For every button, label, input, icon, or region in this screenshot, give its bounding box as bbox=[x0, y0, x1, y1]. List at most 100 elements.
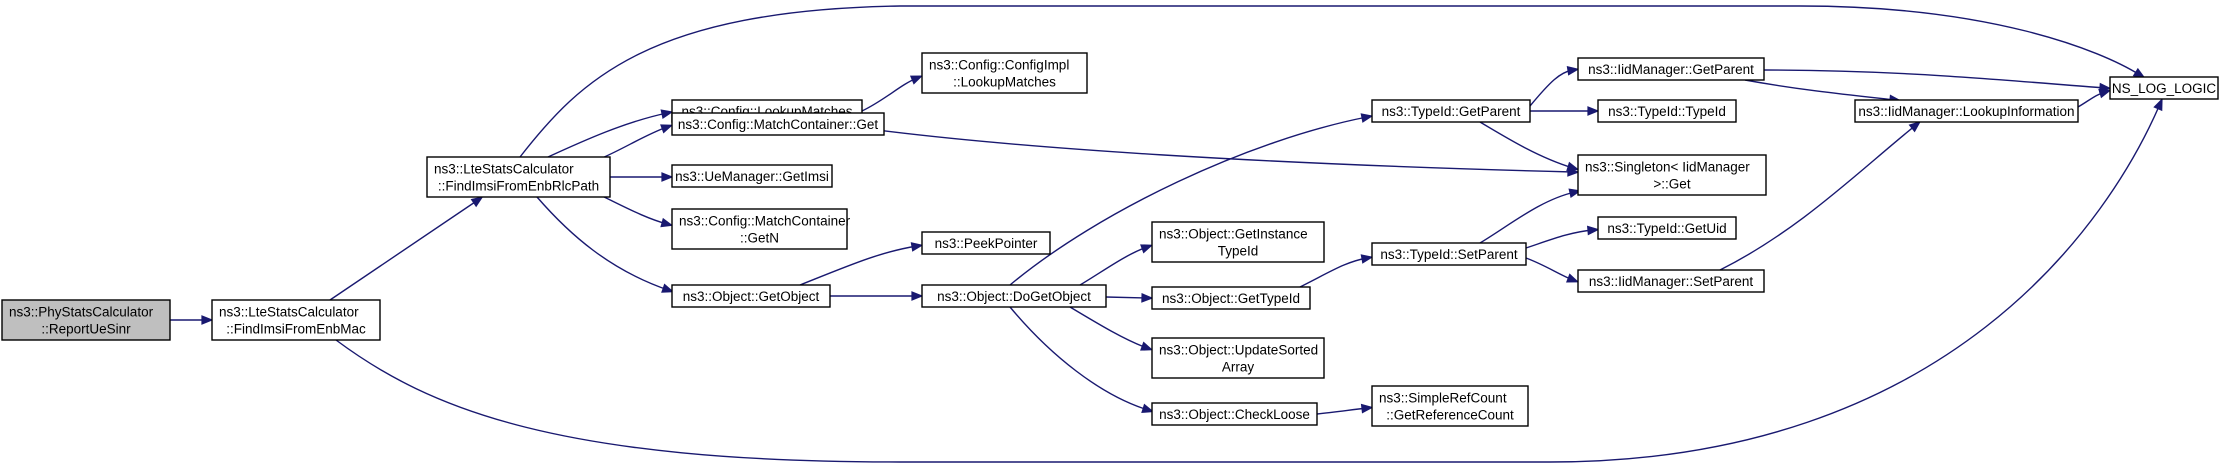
node-iidSetParent[interactable]: ns3::IidManager::SetParent bbox=[1577, 269, 1765, 293]
node-iidGetParent[interactable]: ns3::IidManager::GetParent bbox=[1577, 57, 1765, 81]
node-label-line: ns3::TypeId::TypeId bbox=[1608, 104, 1726, 119]
edge-checkLoose-to-simpleRef bbox=[1316, 403, 1374, 415]
edge-fromEnbMac-to-fromEnbRlc bbox=[329, 196, 484, 301]
node-box[interactable] bbox=[1151, 337, 1325, 379]
edge-line bbox=[329, 199, 479, 301]
node-box[interactable] bbox=[671, 164, 833, 188]
node-label-line: ::LookupMatches bbox=[953, 75, 1056, 90]
node-box[interactable] bbox=[1577, 154, 1767, 196]
node-box[interactable] bbox=[1371, 99, 1531, 123]
node-box[interactable] bbox=[1854, 99, 2079, 123]
edge-lookupInfo-to-nsLogLogic bbox=[2077, 88, 2112, 108]
edge-line bbox=[1105, 296, 1148, 299]
edge-iidSetParent-to-lookupInfo bbox=[1719, 120, 1922, 271]
edge-fromEnbRlc-to-getObject bbox=[536, 196, 675, 293]
node-label-line: ns3::IidManager::SetParent bbox=[1589, 274, 1754, 289]
node-label-line: ::ReportUeSinr bbox=[41, 322, 131, 337]
edge-line bbox=[536, 196, 669, 291]
node-box[interactable] bbox=[1151, 402, 1318, 426]
node-ueGetImsi[interactable]: ns3::UeManager::GetImsi bbox=[671, 164, 833, 188]
node-box[interactable] bbox=[1151, 286, 1311, 310]
node-matchGetN[interactable]: ns3::Config::MatchContainer::GetN bbox=[671, 208, 851, 250]
node-label-line: NS_LOG_LOGIC bbox=[2112, 81, 2217, 96]
node-box[interactable] bbox=[671, 112, 885, 136]
node-box[interactable] bbox=[1371, 242, 1527, 266]
node-label-line: ns3::LteStatsCalculator bbox=[434, 162, 574, 177]
node-label-line: ::GetN bbox=[740, 231, 779, 246]
edge-line bbox=[547, 112, 668, 158]
node-getObject[interactable]: ns3::Object::GetObject bbox=[671, 284, 831, 308]
node-box[interactable] bbox=[921, 52, 1088, 94]
node-doGetObject[interactable]: ns3::Object::DoGetObject bbox=[921, 284, 1107, 308]
node-fromEnbRlc[interactable]: ns3::LteStatsCalculator::FindImsiFromEnb… bbox=[426, 156, 611, 198]
edge-line bbox=[1479, 191, 1576, 244]
node-checkLoose[interactable]: ns3::Object::CheckLoose bbox=[1151, 402, 1318, 426]
edge-line bbox=[1525, 257, 1574, 281]
node-getTypeId[interactable]: ns3::Object::GetTypeId bbox=[1151, 286, 1311, 310]
edge-arrowhead bbox=[2098, 88, 2112, 99]
node-simpleRef[interactable]: ns3::SimpleRefCount::GetReferenceCount bbox=[1371, 385, 1529, 427]
node-label-line: ns3::Object::GetObject bbox=[683, 289, 820, 304]
node-configImpl[interactable]: ns3::Config::ConfigImpl::LookupMatches bbox=[921, 52, 1088, 94]
node-label-line: ns3::Singleton< IidManager bbox=[1585, 160, 1750, 175]
node-label-line: ns3::PeekPointer bbox=[935, 236, 1038, 251]
edge-arrowhead bbox=[661, 283, 675, 293]
node-label-line: TypeId bbox=[1218, 244, 1259, 259]
node-box[interactable] bbox=[1577, 57, 1765, 81]
node-lookupInfo[interactable]: ns3::IidManager::LookupInformation bbox=[1854, 99, 2079, 123]
edge-arrowhead bbox=[1360, 254, 1374, 264]
edge-line bbox=[861, 77, 918, 112]
edge-lookupMatches-to-singleton bbox=[819, 121, 1580, 177]
node-label-line: ns3::IidManager::LookupInformation bbox=[1858, 104, 2074, 119]
node-typeIdCtor[interactable]: ns3::TypeId::TypeId bbox=[1597, 99, 1737, 123]
edge-arrowhead bbox=[661, 172, 674, 182]
edge-arrowhead bbox=[470, 196, 484, 208]
node-label-line: ::GetReferenceCount bbox=[1386, 408, 1514, 423]
node-box[interactable] bbox=[921, 231, 1051, 255]
node-typeGetUid[interactable]: ns3::TypeId::GetUid bbox=[1597, 216, 1737, 240]
node-typeGetParent[interactable]: ns3::TypeId::GetParent bbox=[1371, 99, 1531, 123]
node-label-line: ns3::TypeId::GetUid bbox=[1607, 221, 1726, 236]
node-box[interactable] bbox=[671, 208, 848, 250]
node-box[interactable] bbox=[2109, 76, 2219, 100]
node-matchGet[interactable]: ns3::Config::MatchContainer::Get bbox=[671, 112, 885, 136]
node-box[interactable] bbox=[671, 284, 831, 308]
edge-typeSetParent-to-typeGetUid bbox=[1525, 225, 1600, 249]
edge-getObject-to-doGetObject bbox=[830, 291, 924, 301]
node-box[interactable] bbox=[921, 284, 1107, 308]
edge-arrowhead bbox=[1587, 106, 1600, 116]
edge-line bbox=[1299, 257, 1368, 288]
node-peekPointer[interactable]: ns3::PeekPointer bbox=[921, 231, 1051, 255]
edge-arrowhead bbox=[660, 217, 674, 228]
edge-line bbox=[1719, 124, 1917, 271]
node-fromEnbMac[interactable]: ns3::LteStatsCalculator::FindImsiFromEnb… bbox=[211, 299, 381, 341]
edge-arrowhead bbox=[660, 109, 674, 119]
node-label-line: ns3::Object::UpdateSorted bbox=[1159, 343, 1318, 358]
edge-line bbox=[519, 5, 2141, 158]
node-box[interactable] bbox=[1577, 269, 1765, 293]
edge-line bbox=[1316, 407, 1368, 415]
node-singleton[interactable]: ns3::Singleton< IidManager >::Get bbox=[1577, 154, 1767, 196]
node-report[interactable]: ns3::PhyStatsCalculator::ReportUeSinr bbox=[1, 299, 171, 341]
node-box[interactable] bbox=[426, 156, 611, 198]
call-graph-edges bbox=[170, 5, 2163, 463]
edge-line bbox=[1009, 116, 1368, 286]
node-typeSetParent[interactable]: ns3::TypeId::SetParent bbox=[1371, 242, 1527, 266]
edge-arrowhead bbox=[911, 291, 924, 301]
node-box[interactable] bbox=[1371, 385, 1529, 427]
node-nsLogLogic[interactable]: NS_LOG_LOGIC bbox=[2109, 76, 2219, 100]
node-box[interactable] bbox=[1, 299, 171, 341]
node-label-line: ns3::TypeId::GetParent bbox=[1382, 104, 1521, 119]
edge-fromEnbRlc-to-ueGetImsi bbox=[610, 172, 674, 182]
node-label-line: ns3::PhyStatsCalculator bbox=[9, 305, 154, 320]
node-box[interactable] bbox=[1597, 216, 1737, 240]
edge-line bbox=[1479, 121, 1574, 169]
node-box[interactable] bbox=[1151, 221, 1325, 263]
edge-arrowhead bbox=[1140, 341, 1154, 351]
node-box[interactable] bbox=[1597, 99, 1737, 123]
node-box[interactable] bbox=[211, 299, 381, 341]
edge-fromEnbRlc-to-matchGetN bbox=[601, 195, 674, 228]
edge-line bbox=[335, 103, 2161, 463]
